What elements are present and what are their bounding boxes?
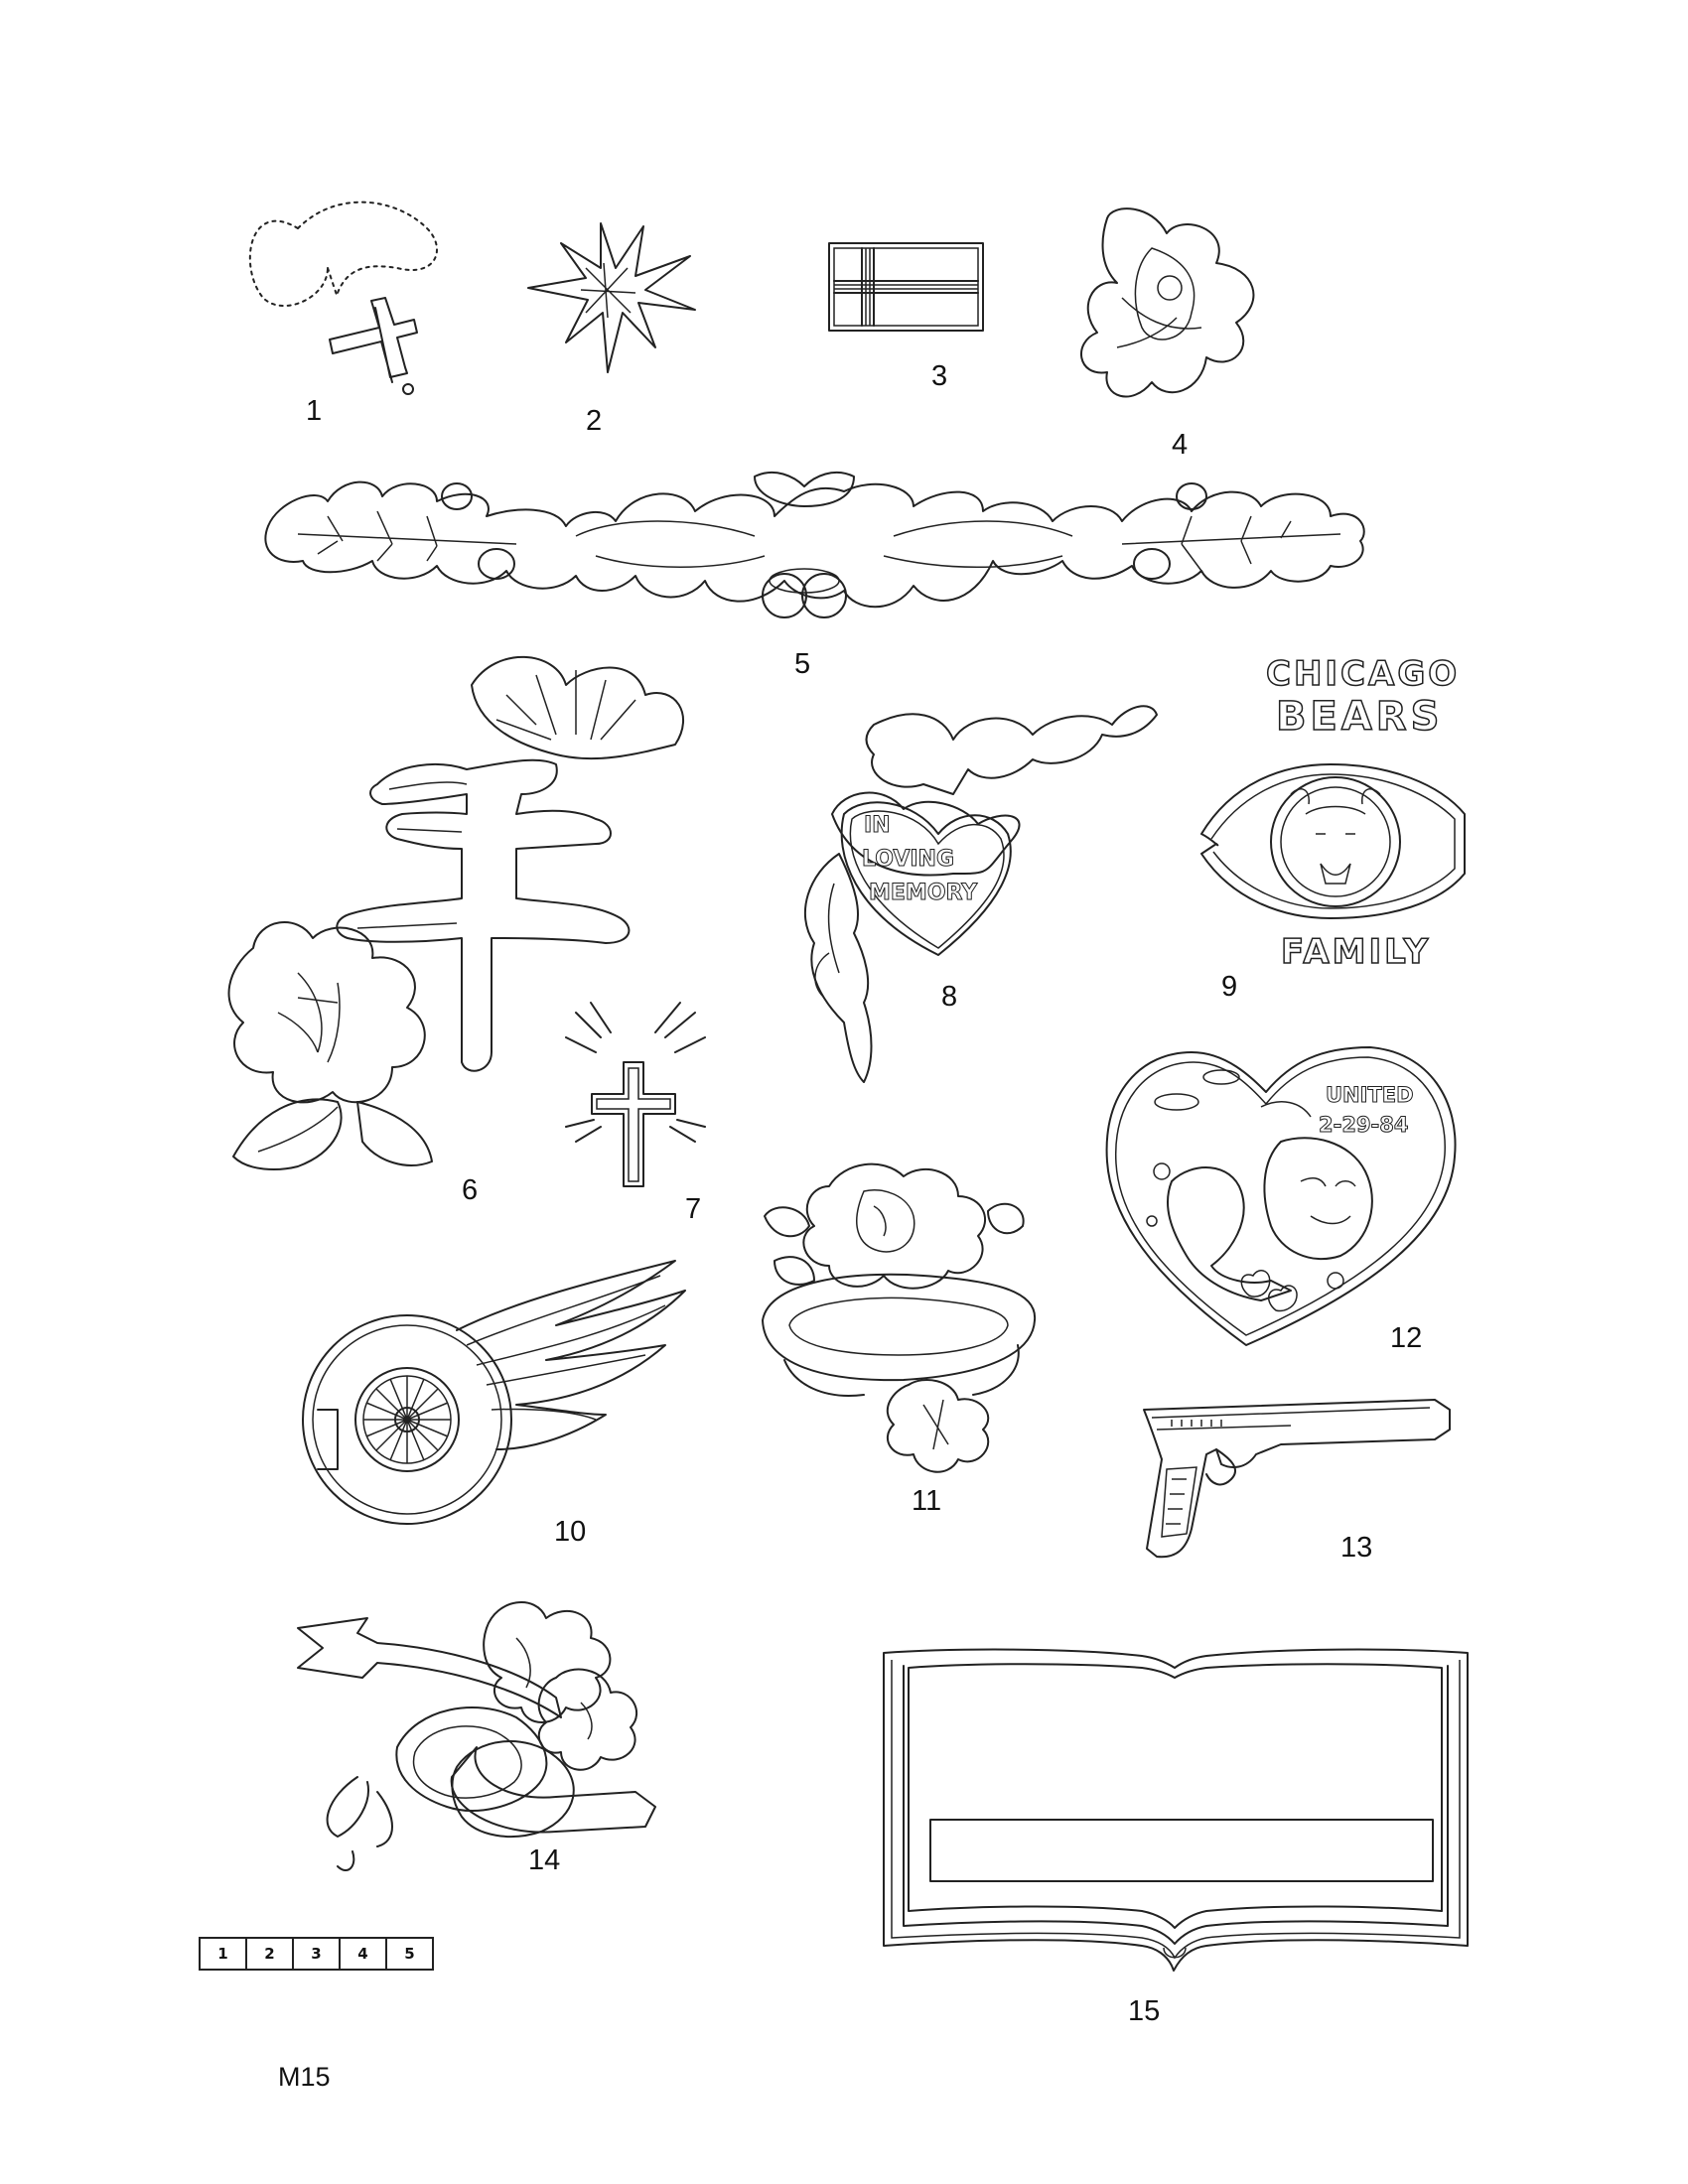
ruler-cell: 1: [217, 1945, 228, 1963]
design-number-5: 5: [794, 648, 811, 680]
design-number-15: 15: [1128, 1995, 1161, 2027]
radiant-cross-icon: [565, 1002, 706, 1187]
magnolia-icon: [1080, 207, 1255, 398]
sheet-code: M15: [278, 2062, 331, 2092]
design-number-3: 3: [931, 360, 948, 392]
united-heart-text-1: UNITED: [1326, 1083, 1414, 1107]
design-number-12: 12: [1390, 1322, 1423, 1354]
bears-text-bears: BEARS: [1276, 694, 1443, 740]
open-book-icon: [883, 1648, 1469, 1972]
rosary-icon: [248, 201, 438, 395]
rose-ring-icon: [762, 1162, 1037, 1473]
memory-heart-text-2: LOVING: [862, 847, 954, 872]
design-number-13: 13: [1340, 1532, 1373, 1564]
design-number-8: 8: [941, 981, 958, 1013]
design-number-14: 14: [528, 1844, 561, 1876]
memory-heart-text-3: MEMORY: [869, 881, 978, 905]
winged-wheel-icon: [302, 1260, 686, 1525]
bears-text-chicago: CHICAGO: [1266, 654, 1460, 694]
ruler-cell: 4: [339, 1939, 385, 1969]
oak-leaf-border-icon: [264, 471, 1365, 618]
ruler-cell: 2: [245, 1939, 292, 1969]
rings-roses-banner-icon: [297, 1601, 656, 1871]
star-burst-icon: [527, 222, 696, 373]
memory-heart-icon: IN LOVING MEMORY: [804, 705, 1158, 1083]
flag-icon: [828, 242, 984, 332]
design-number-1: 1: [306, 395, 323, 427]
design-number-6: 6: [462, 1174, 479, 1206]
design-number-4: 4: [1172, 429, 1189, 461]
bears-logo-icon: CHICAGO BEARS FAMILY: [1200, 653, 1466, 973]
united-heart-icon: UNITED 2-29-84: [1105, 1046, 1457, 1346]
design-number-9: 9: [1221, 971, 1238, 1003]
ruler-cell: 3: [292, 1939, 339, 1969]
memory-heart-text-1: IN: [864, 813, 891, 838]
design-number-11: 11: [912, 1485, 942, 1517]
ruler-cell: 5: [385, 1939, 432, 1969]
design-number-7: 7: [685, 1193, 702, 1225]
design-number-2: 2: [586, 405, 603, 437]
asian-character-flower-icon: [227, 655, 685, 1170]
design-number-10: 10: [554, 1516, 587, 1548]
united-heart-text-2: 2-29-84: [1319, 1113, 1409, 1137]
scale-ruler: 1 2 3 4 5: [199, 1937, 434, 1971]
pistol-icon: [1143, 1399, 1451, 1559]
bears-text-family: FAMILY: [1281, 932, 1431, 972]
